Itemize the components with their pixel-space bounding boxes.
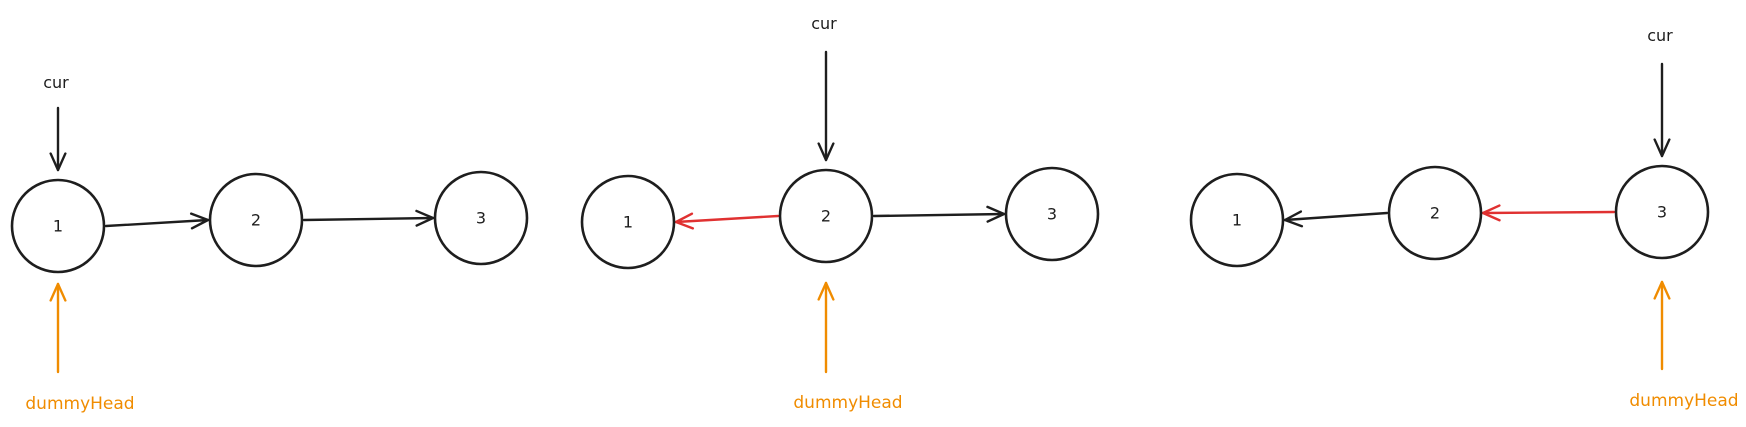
node-circle: [1189, 172, 1285, 268]
node-1: 1: [1189, 172, 1285, 268]
panel-3: 1 2 3 cur dummyHead: [1189, 26, 1739, 411]
cur-pointer: cur: [1647, 26, 1673, 158]
panel-2: 1 2 3 cur dummyHead: [580, 14, 1100, 413]
node-label: 1: [53, 217, 63, 236]
node-circle: [433, 170, 529, 266]
link-2-to-3: [872, 205, 1006, 223]
node-circle: [1387, 165, 1483, 261]
node-circle: [208, 172, 304, 268]
node-3: 3: [1004, 166, 1100, 262]
cur-arrow: [1653, 62, 1671, 158]
node-label: 3: [1047, 205, 1057, 224]
cur-arrow: [49, 106, 67, 172]
node-label: 1: [623, 213, 633, 232]
node-1: 1: [580, 174, 676, 270]
node-label: 2: [1430, 204, 1440, 223]
node-3: 3: [433, 170, 529, 266]
dummy-head-pointer: dummyHead: [1629, 280, 1739, 411]
cur-label: cur: [43, 73, 69, 92]
dummy-head-pointer: dummyHead: [25, 282, 135, 414]
node-circle: [1614, 164, 1710, 260]
node-label: 1: [1232, 211, 1242, 230]
dummy-head-label: dummyHead: [25, 394, 134, 414]
node-1: 1: [10, 178, 106, 274]
node-label: 3: [476, 209, 486, 228]
cur-label: cur: [811, 14, 837, 33]
cur-arrow: [817, 50, 835, 162]
cur-pointer: cur: [43, 73, 69, 172]
panel-1: 1 2 3 cur dummyHead: [10, 73, 529, 414]
node-2: 2: [1387, 165, 1483, 261]
cur-pointer: cur: [811, 14, 837, 162]
node-circle: [1004, 166, 1100, 262]
node-circle: [10, 178, 106, 274]
dummy-head-arrow: [49, 282, 67, 374]
node-label: 2: [821, 207, 831, 226]
dummy-head-arrow: [1653, 280, 1671, 371]
dummy-head-label: dummyHead: [793, 393, 902, 413]
link-2-to-1: [1283, 210, 1389, 228]
dummy-head-pointer: dummyHead: [793, 281, 903, 413]
node-label: 2: [251, 211, 261, 230]
link-3-to-2-reversed: [1481, 204, 1616, 222]
dummy-head-label: dummyHead: [1629, 391, 1738, 411]
dummy-head-arrow: [817, 281, 835, 374]
link-1-to-2: [104, 212, 210, 230]
node-3: 3: [1614, 164, 1710, 260]
node-circle: [778, 168, 874, 264]
link-2-to-1-reversed: [674, 212, 780, 230]
cur-label: cur: [1647, 26, 1673, 45]
node-2: 2: [208, 172, 304, 268]
node-label: 3: [1657, 203, 1667, 222]
node-2: 2: [778, 168, 874, 264]
node-circle: [580, 174, 676, 270]
link-2-to-3: [302, 209, 435, 227]
